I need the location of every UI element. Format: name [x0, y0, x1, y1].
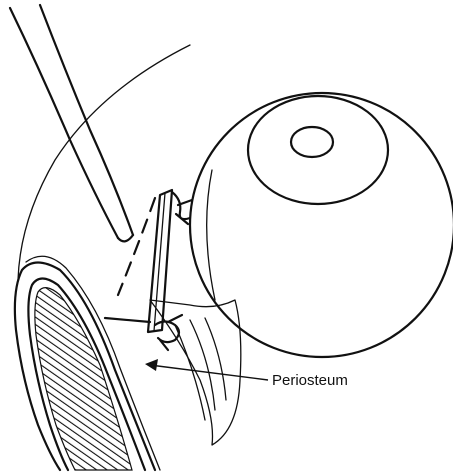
lid-strand-inner — [40, 5, 133, 235]
lid-strand-curl — [118, 235, 133, 241]
suture-to-periosteum — [105, 318, 150, 322]
eyeball-shading-line — [207, 170, 215, 300]
cornea-ring — [248, 96, 388, 204]
periosteum-label: Periosteum — [272, 372, 348, 389]
tissue-shading-2 — [205, 318, 226, 400]
eyeball — [190, 93, 453, 357]
periosteum-arrowhead — [145, 359, 158, 371]
suture-knot-top — [172, 192, 192, 224]
pupil — [291, 127, 333, 157]
periosteum-callout-line — [150, 365, 268, 380]
tissue-shading-3 — [175, 325, 205, 420]
suture-knot-bottom — [155, 315, 182, 350]
lid-strand-outer — [10, 8, 118, 238]
